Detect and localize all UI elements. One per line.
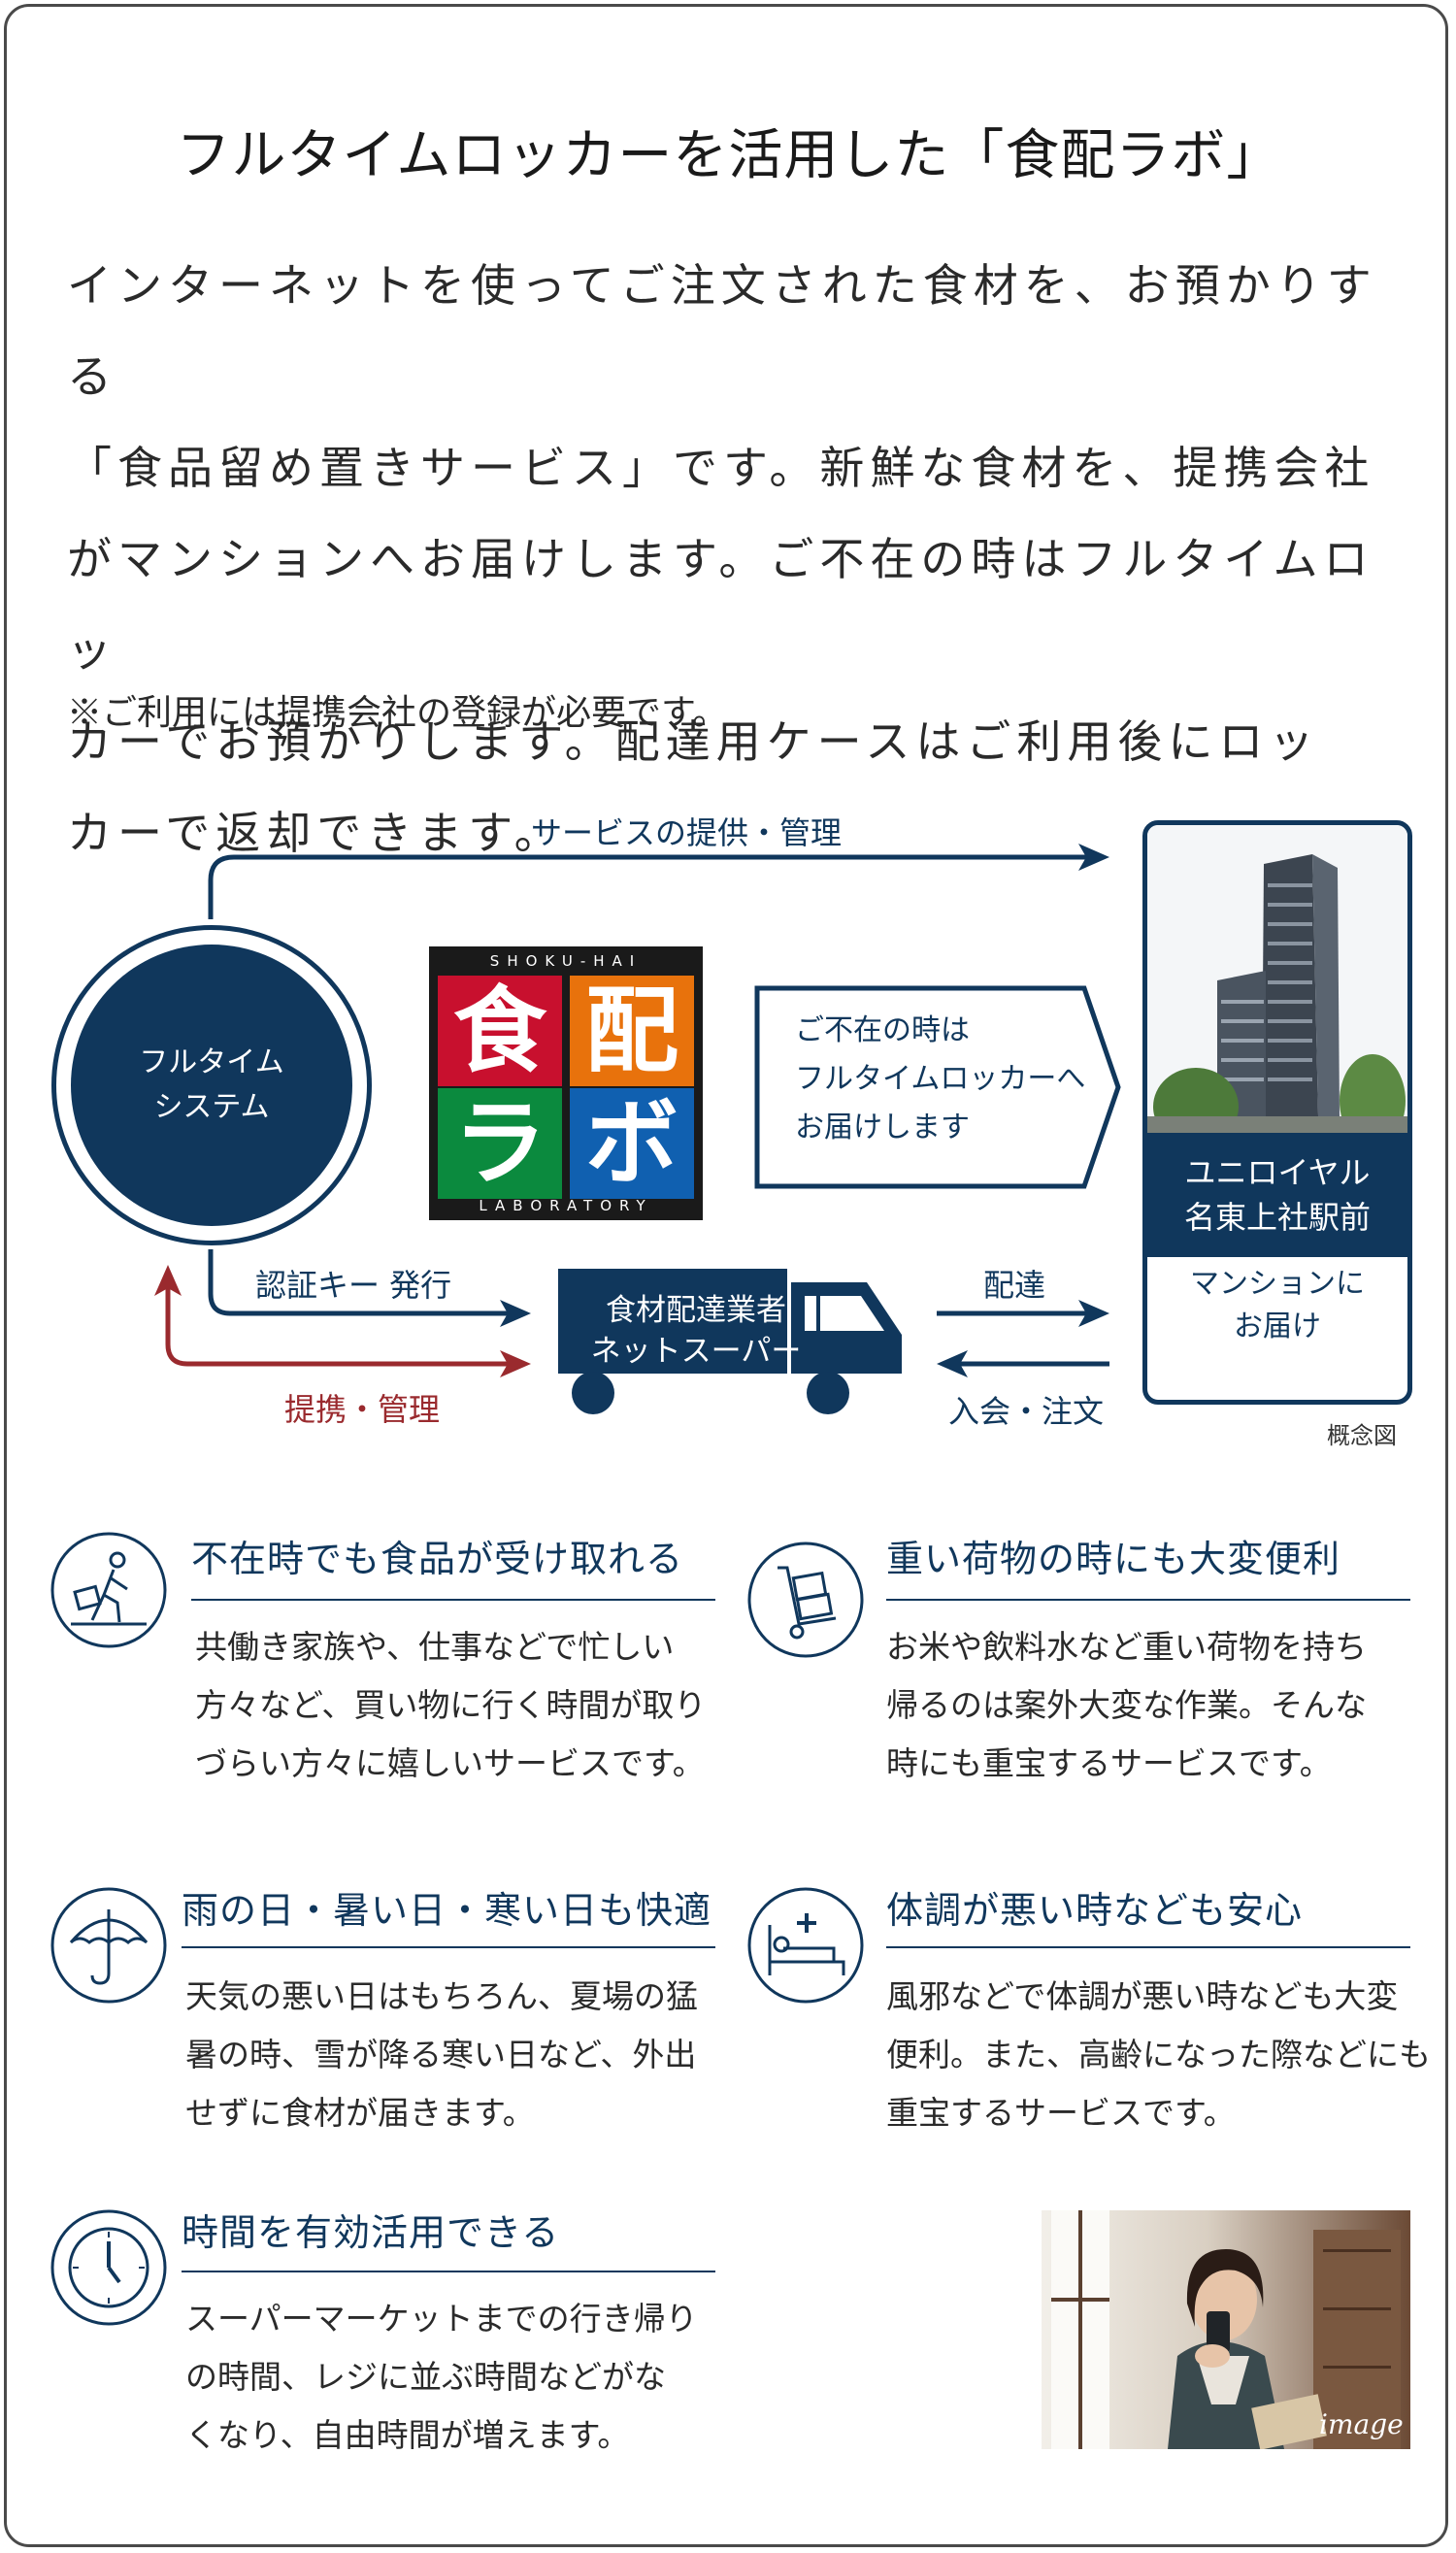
- auth-key-label: 認証キー 発行: [255, 1267, 452, 1304]
- feature-divider: [182, 2271, 715, 2272]
- logo-top-caption: SHOKU-HAI: [489, 952, 643, 970]
- intro-line: カーで返却できます。: [67, 807, 565, 859]
- fulltime-system-circle: フルタイム システム: [71, 945, 352, 1226]
- intro-line: 「食品留め置きサービス」です。新鮮な食材を、提携会社: [67, 442, 1375, 494]
- fulltime-system-ring: [51, 925, 372, 1245]
- feature-body: 共働き家族や、仕事などで忙しい 方々など、買い物に行く時間が取り づらい方々に嬉…: [195, 1628, 707, 1782]
- feature-divider: [182, 1946, 715, 1948]
- feature-title: 重い荷物の時にも大変便利: [886, 1538, 1341, 1580]
- service-arrow: [208, 854, 1086, 919]
- feature-divider: [191, 1599, 715, 1601]
- feature-body: お米や飲料水など重い荷物を持ち 帰るのは案外大変な作業。そんな 時にも重宝するサ…: [886, 1628, 1367, 1782]
- hand-truck-icon: [747, 1542, 864, 1658]
- intro-note: ※ご利用には提携会社の登録が必要です。: [67, 693, 728, 733]
- feature-title: 雨の日・暑い日・寒い日も快適: [182, 1889, 712, 1932]
- building-delivery: マンションに お届け: [1190, 1267, 1365, 1343]
- diagram-arrows: [154, 844, 1109, 1377]
- concept-label: 概念図: [1327, 1422, 1397, 1449]
- woman-with-phone-photo: [1042, 2210, 1410, 2449]
- clock-icon: [50, 2209, 167, 2326]
- feature-body: スーパーマーケットまでの行き帰り の時間、レジに並ぶ時間などがな くなり、自由時…: [185, 2300, 698, 2454]
- order-label: 入会・注文: [948, 1393, 1105, 1430]
- building-illustration: [1147, 825, 1407, 1136]
- callout-arrow-box: [754, 985, 1121, 1189]
- service-label: サービスの提供・管理: [531, 814, 843, 851]
- callout-text: ご不在の時は フルタイムロッカーへ お届けします: [795, 1013, 1086, 1144]
- feature-title: 体調が悪い時なども安心: [886, 1889, 1304, 1932]
- mansion-panel: [1142, 820, 1412, 1405]
- photo-caption: image: [1319, 2408, 1404, 2440]
- feature-divider: [886, 1599, 1410, 1601]
- logo-char: ラ: [438, 1088, 562, 1199]
- page-title: フルタイムロッカーを活用した「食配ラボ」: [176, 124, 1282, 187]
- delivery-truck-icon: [558, 1269, 902, 1414]
- person-carrying-box-icon: [50, 1532, 167, 1648]
- intro-paragraph: インターネットを使ってご注文された食材を、お預かりする 「食品留め置きサービス」…: [67, 240, 1406, 879]
- intro-line: がマンションへお届けします。ご不在の時はフルタイムロッ: [67, 533, 1374, 677]
- feature-body: 天気の悪い日はもちろん、夏場の猛 暑の時、雪が降る寒い日など、外出 せずに食材が…: [185, 1977, 698, 2132]
- umbrella-icon: [50, 1887, 167, 2004]
- intro-line: カーでお預かりします。配達用ケースはご利用後にロッ: [67, 715, 1320, 768]
- sick-bed-icon: [747, 1887, 864, 2004]
- truck-text: 食材配達業者 ネットスーパー: [590, 1293, 802, 1369]
- feature-body: 風邪などで体調が悪い時なども大変 便利。また、高齢になった際などにも 重宝するサ…: [886, 1977, 1431, 2132]
- shokuhai-lab-logo: SHOKU-HAI 食 配 ラ ボ LABORATORY: [429, 946, 703, 1220]
- feature-title: 時間を有効活用できる: [182, 2211, 560, 2254]
- feature-divider: [886, 1946, 1410, 1948]
- intro-line: インターネットを使ってご注文された食材を、お預かりする: [67, 259, 1377, 403]
- logo-bottom-caption: LABORATORY: [479, 1197, 653, 1214]
- logo-char: ボ: [570, 1088, 694, 1199]
- auth-key-arrow: [208, 1249, 512, 1316]
- delivery-label: 配達: [983, 1267, 1046, 1304]
- logo-char: 食: [438, 976, 562, 1086]
- feature-title: 不在時でも食品が受け取れる: [191, 1538, 684, 1580]
- page-frame: フルタイムロッカーを活用した「食配ラボ」 インターネットを使ってご注文された食材…: [4, 4, 1448, 2547]
- partner-arrow: [165, 1288, 512, 1367]
- logo-char: 配: [570, 976, 694, 1086]
- building-name: ユニロイヤル 名東上社駅前: [1147, 1133, 1407, 1257]
- partner-label: 提携・管理: [284, 1391, 441, 1428]
